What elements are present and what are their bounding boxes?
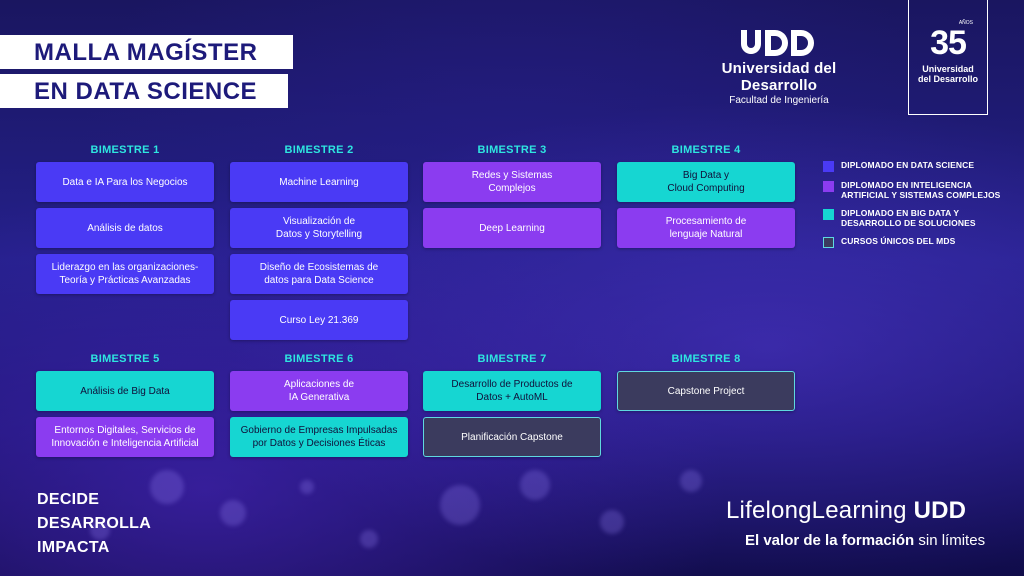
course-card: Diseño de Ecosistemas de datos para Data … <box>230 254 408 294</box>
course-title-line1: Data e IA Para los Negocios <box>62 176 188 188</box>
course-card: Machine Learning <box>230 162 408 202</box>
course-card: Data e IA Para los Negocios <box>36 162 214 202</box>
page-title-line1: MALLA MAGÍSTER <box>0 35 293 69</box>
legend-label-line1: DIPLOMADO EN DATA SCIENCE <box>841 160 975 170</box>
legend-label-line2: ARTIFICIAL Y SISTEMAS COMPLEJOS <box>841 190 1001 200</box>
slogan-line: DECIDE <box>37 491 100 508</box>
university-name: Universidad del Desarrollo <box>721 60 837 94</box>
course-title-line1: Visualización de <box>282 216 356 227</box>
udd-logo-icon <box>741 30 814 56</box>
legend-label-line1: DIPLOMADO EN BIG DATA Y <box>841 208 960 218</box>
course-title-line1: Machine Learning <box>279 176 359 188</box>
course-card: Procesamiento de lenguaje Natural <box>617 208 795 248</box>
course-title-line1: Gobierno de Empresas Impulsadas <box>240 425 398 436</box>
course-title-line2: lenguaje Natural <box>669 229 743 240</box>
course-card: Liderazgo en las organizaciones- Teoría y… <box>36 254 214 294</box>
course-title-line1: Análisis de Big Data <box>80 385 170 397</box>
anniversary-badge: 35 AÑOS Universidad del Desarrollo <box>908 0 988 115</box>
course-title-line1: Entornos Digitales, Servicios de <box>54 425 196 436</box>
slogan: DECIDE DESARROLLA IMPACTA <box>37 488 151 560</box>
legend-swatch <box>823 237 834 248</box>
udd-logo: Universidad del Desarrollo Facultad de I… <box>684 28 874 106</box>
legend-label-line1: CURSOS ÚNICOS DEL MDS <box>841 236 956 246</box>
course-card: Gobierno de Empresas Impulsadas por Datos… <box>230 417 408 457</box>
course-title-line1: Procesamiento de <box>665 216 747 227</box>
anniversary-name-1: Universidad <box>922 64 974 74</box>
bimestre-label: BIMESTRE 3 <box>477 144 547 156</box>
course-title-line1: Redes y Sistemas <box>471 170 553 181</box>
course-card: Entornos Digitales, Servicios de Innovaci… <box>36 417 214 457</box>
anniversary-sub: AÑOS <box>958 20 973 26</box>
legend-item: CURSOS ÚNICOS DEL MDS <box>823 236 1013 248</box>
course-title-line2: Teoría y Prácticas Avanzadas <box>59 275 191 286</box>
udd-text: UDD <box>913 497 967 524</box>
course-title-line2: Complejos <box>488 183 536 194</box>
course-card: Análisis de datos <box>36 208 214 248</box>
tagline-rest: sin límites <box>914 532 986 549</box>
course-title-line1: Curso Ley 21.369 <box>279 314 359 326</box>
lifelong-learning-logo: LifelongLearning UDD <box>726 497 966 525</box>
bimestre-label: BIMESTRE 8 <box>671 353 741 365</box>
course-card: Planificación Capstone <box>423 417 601 457</box>
course-card: Aplicaciones de IA Generativa <box>230 371 408 411</box>
anniversary-name-2: del Desarrollo <box>917 74 979 84</box>
course-title-line2: por Datos y Decisiones Éticas <box>252 438 386 449</box>
legend-swatch <box>823 161 834 172</box>
course-title-line1: Análisis de datos <box>87 222 163 234</box>
course-card: Desarrollo de Productos de Datos + AutoML <box>423 371 601 411</box>
course-title-line1: Big Data y <box>682 170 730 181</box>
bimestre-label: BIMESTRE 7 <box>477 353 547 365</box>
course-title-line1: Desarrollo de Productos de <box>451 379 573 390</box>
course-title-line2: Datos + AutoML <box>476 392 548 403</box>
course-title-line2: Datos y Storytelling <box>275 229 363 240</box>
course-card: Visualización de Datos y Storytelling <box>230 208 408 248</box>
bimestre-label: BIMESTRE 6 <box>284 353 354 365</box>
course-title-line2: datos para Data Science <box>264 275 374 286</box>
legend-swatch <box>823 181 834 192</box>
course-card: Deep Learning <box>423 208 601 248</box>
legend-swatch <box>823 209 834 220</box>
bimestre-label: BIMESTRE 5 <box>90 353 160 365</box>
bimestre-label: BIMESTRE 1 <box>90 144 160 156</box>
course-title-line2: IA Generativa <box>288 392 350 403</box>
course-card: Análisis de Big Data <box>36 371 214 411</box>
slogan-line: DESARROLLA <box>37 515 152 532</box>
course-title-line1: Diseño de Ecosistemas de <box>259 262 379 273</box>
course-card: Curso Ley 21.369 <box>230 300 408 340</box>
legend-label-line2: DESARROLLO DE SOLUCIONES <box>841 218 976 228</box>
course-card: Capstone Project <box>617 371 795 411</box>
tagline-bold: El valor de la formación <box>745 532 915 549</box>
anniversary-number: 35 <box>930 24 967 62</box>
learning-text: Learning <box>811 497 914 524</box>
course-title-line2: Cloud Computing <box>667 183 745 194</box>
slogan-line: IMPACTA <box>37 539 110 556</box>
course-title-line1: Planificación Capstone <box>461 431 563 443</box>
tagline: El valor de la formación sin límites <box>745 532 985 549</box>
course-title-line2: Innovación e Inteligencia Artificial <box>51 438 199 449</box>
course-title-line1: Aplicaciones de <box>283 379 355 390</box>
lifelong-text: Lifelong <box>726 497 812 524</box>
bimestre-label: BIMESTRE 4 <box>671 144 741 156</box>
course-title-line1: Deep Learning <box>479 222 545 234</box>
course-title-line1: Liderazgo en las organizaciones- <box>51 262 199 273</box>
legend-item: DIPLOMADO EN DATA SCIENCE <box>823 160 1013 172</box>
course-card: Big Data y Cloud Computing <box>617 162 795 202</box>
bimestre-label: BIMESTRE 2 <box>284 144 354 156</box>
course-title-line1: Capstone Project <box>667 385 745 397</box>
legend-label-line1: DIPLOMADO EN INTELIGENCIA <box>841 180 972 190</box>
page-title-line2: EN DATA SCIENCE <box>0 74 288 108</box>
faculty-name: Facultad de Ingeniería <box>729 95 829 106</box>
legend: DIPLOMADO EN DATA SCIENCE DIPLOMADO EN IN… <box>823 160 1013 256</box>
